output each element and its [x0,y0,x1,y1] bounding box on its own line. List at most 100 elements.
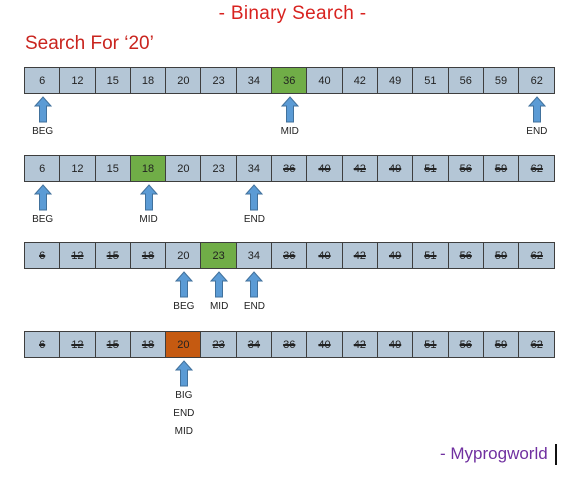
array-cell: 42 [342,332,378,357]
array-cell: 12 [60,243,96,268]
cell-value: 56 [459,338,472,351]
array-cell: 23 [201,68,237,93]
cell-value: 18 [141,162,155,175]
cell-value: 23 [212,249,225,262]
text-cursor [555,444,557,465]
array-cell: 40 [307,243,343,268]
array-cell: 6 [25,332,61,357]
array-cell: 40 [307,156,343,181]
pointer-label: BIG [175,390,193,401]
cell-value: 56 [459,162,472,175]
cell-value: 34 [247,338,261,351]
array-cell: 36 [272,243,308,268]
cell-value: 20 [177,338,190,351]
cell-value: 23 [212,162,225,175]
cell-value: 51 [424,338,437,351]
pointer-marker: MID [270,96,310,141]
cell-value: 59 [494,249,508,262]
cell-value: 36 [283,74,296,87]
array-cell: 40 [307,332,343,357]
array-cell: 15 [95,243,131,268]
array-cell: 15 [95,156,131,181]
pointer-label: BEG [173,301,195,312]
array-cell: 34 [236,68,273,93]
up-arrow-icon [245,184,264,211]
cell-value: 62 [530,162,543,175]
up-arrow-icon [33,96,52,123]
cell-value: 62 [530,74,543,87]
cell-value: 20 [177,249,190,262]
array-cell: 12 [60,156,96,181]
pointer-label: MID [280,126,299,137]
cell-value: 18 [141,74,155,87]
cell-value: 23 [212,74,225,87]
pointer-marker: BEG [164,271,204,316]
pointer-marker: MID [199,271,239,316]
cell-value: 15 [106,74,119,87]
array-cell: 20 [166,156,202,181]
cell-value: 20 [177,74,190,87]
cell-value: 23 [212,338,225,351]
cell-value: 49 [388,162,402,175]
array-cell: 42 [342,243,378,268]
pointer-label: END [526,126,548,137]
pointer-label: MID [139,214,158,225]
array-cell: 59 [483,243,520,268]
up-arrow-icon [174,271,193,298]
array-cell: 62 [519,332,555,357]
pointer-label: END [173,408,195,419]
array-cell: 36 [272,332,308,357]
cell-value: 59 [494,338,508,351]
array-cell: 36 [272,68,308,93]
up-arrow-icon [245,271,264,298]
up-arrow-icon [527,96,546,123]
array-cell: 6 [25,243,61,268]
cell-value: 51 [424,74,437,87]
cell-value: 34 [247,74,261,87]
diagram-title: - Binary Search - [218,3,367,24]
array-cell: 18 [130,68,167,93]
cell-value: 36 [283,162,296,175]
cell-value: 18 [141,249,155,262]
cell-value: 12 [71,249,84,262]
up-arrow-icon [280,96,299,123]
cell-value: 40 [318,249,331,262]
cell-value: 15 [106,338,119,351]
array-cell: 12 [60,68,96,93]
array-cell: 6 [25,68,61,93]
array-cell: 62 [519,156,555,181]
array-cell: 23 [201,243,237,268]
cell-value: 42 [353,338,366,351]
cell-value: 42 [353,249,366,262]
pointer-label: BEG [32,214,54,225]
cell-value: 34 [247,162,261,175]
array-cell: 12 [60,332,96,357]
array-cell: 56 [448,332,484,357]
pointer-label: END [243,214,265,225]
cell-value: 34 [247,249,261,262]
array-cell: 34 [236,243,273,268]
array-cell: 18 [130,156,167,181]
array-cell: 18 [130,332,167,357]
cell-value: 6 [39,338,46,351]
array-cell: 49 [377,243,414,268]
array-cell: 51 [413,243,449,268]
up-arrow-icon [33,184,52,211]
cell-value: 6 [39,74,46,87]
array-cell: 51 [413,68,449,93]
cell-value: 6 [39,249,46,262]
cell-value: 20 [177,162,190,175]
cell-value: 40 [318,162,331,175]
search-target-label: Search For ‘20’ [25,33,154,54]
array-cell: 15 [95,68,131,93]
footer-credit: - Myprogworld [440,444,548,463]
cell-value: 51 [424,162,437,175]
array-cell: 15 [95,332,131,357]
array-cell: 49 [377,332,414,357]
cell-value: 12 [71,162,84,175]
cell-value: 51 [424,249,437,262]
array-cell: 23 [201,156,237,181]
array-cell: 56 [448,243,484,268]
